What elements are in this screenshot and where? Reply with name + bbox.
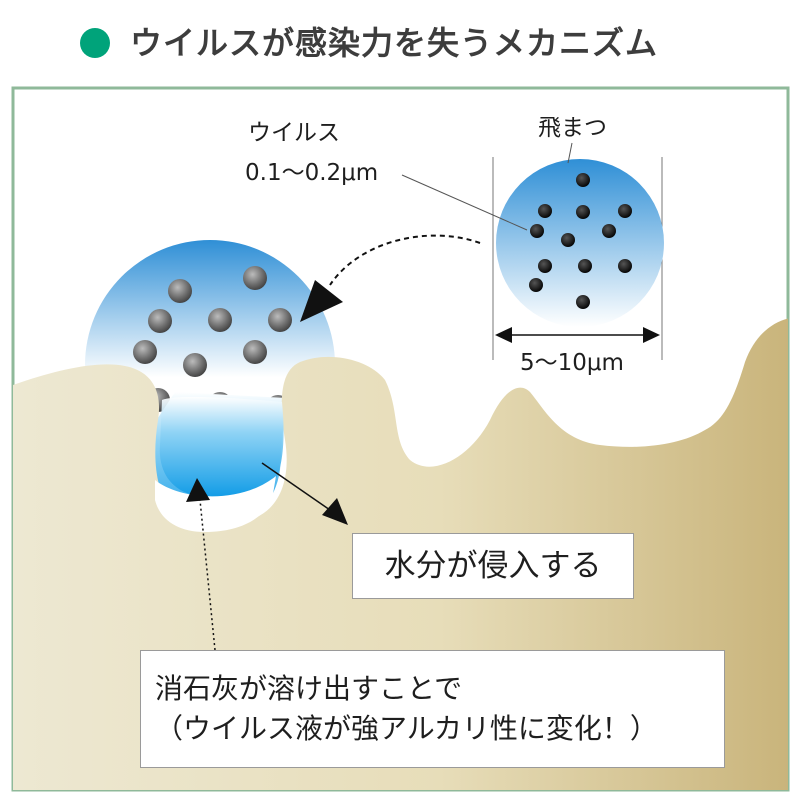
transfer-arrow-path [329, 234, 481, 286]
water-droplet-entering [159, 396, 284, 497]
header: ウイルスが感染力を失うメカニズム [0, 0, 800, 80]
dimension-arrow-right [643, 327, 660, 343]
virus-particle [578, 259, 592, 273]
lime-callout-line1: 消石灰が溶け出すことで [155, 672, 463, 705]
bullet-dot [80, 28, 110, 58]
virus-particle [529, 278, 543, 292]
airborne-droplet [492, 157, 664, 360]
virus-leader-line [401, 174, 528, 231]
virus-size-label: 0.1〜0.2μm [245, 160, 378, 186]
virus-particle [618, 204, 632, 218]
white-gap [155, 476, 276, 532]
virus-particle [168, 279, 192, 303]
virus-particle [576, 295, 590, 309]
water-arrow-head [322, 498, 348, 525]
virus-particle [618, 259, 632, 273]
droplet-leader-line [567, 142, 573, 164]
virus-particle [243, 340, 267, 364]
lime-arrow-line [199, 499, 216, 651]
droplet-label: 飛まつ [538, 115, 607, 141]
virus-label: ウイルス [248, 120, 340, 146]
page-title: ウイルスが感染力を失うメカニズム [130, 24, 659, 62]
dimension-arrow-left [495, 327, 512, 343]
water-callout-text: 水分が侵入する [384, 548, 602, 584]
droplet-size-label: 5〜10μm [520, 350, 624, 376]
virus-particle [561, 233, 575, 247]
virus-particle [538, 259, 552, 273]
virus-particle [268, 308, 292, 332]
water-callout: 水分が侵入する [352, 533, 634, 599]
virus-particle [133, 340, 157, 364]
lime-callout-line2: （ウイルス液が強アルカリ性に変化！） [155, 712, 658, 745]
virus-particle [243, 266, 267, 290]
transfer-arrow-head [300, 280, 343, 322]
water-arrow-line [261, 462, 331, 511]
virus-particle [530, 224, 544, 238]
virus-particle [576, 205, 590, 219]
lime-callout: 消石灰が溶け出すことで （ウイルス液が強アルカリ性に変化！） [140, 650, 725, 768]
virus-particle [602, 224, 616, 238]
virus-particle [538, 204, 552, 218]
virus-particle [183, 353, 207, 377]
lime-arrow-head [186, 478, 210, 502]
virus-particle [576, 173, 590, 187]
virus-particle [148, 309, 172, 333]
virus-particle [208, 308, 232, 332]
virus-particles-black [529, 173, 632, 309]
